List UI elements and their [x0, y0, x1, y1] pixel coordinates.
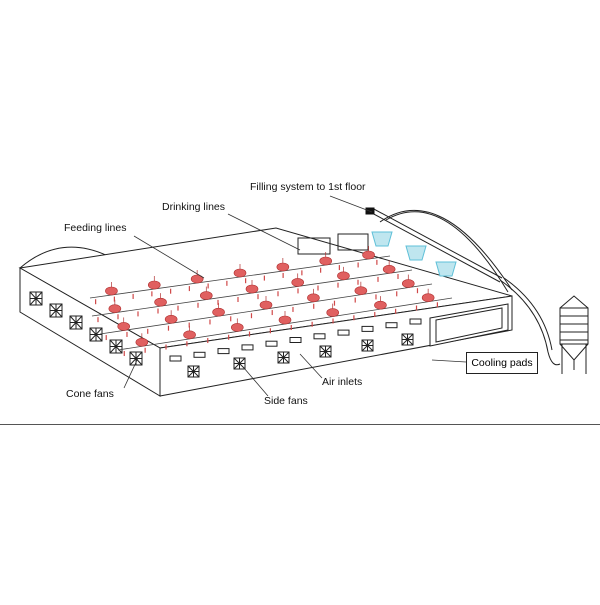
left-roof-arch: [19, 246, 113, 269]
feeder-pan: [319, 256, 333, 266]
side-fan: [233, 357, 246, 370]
feeder-pan: [291, 278, 305, 287]
filling-hopper-1: [371, 231, 393, 247]
filling-system: [365, 207, 503, 283]
air-inlet: [241, 344, 254, 351]
feeder-pan: [382, 264, 396, 274]
leader-lines: [123, 195, 467, 397]
side-fan: [401, 333, 414, 346]
feed-pipe: [499, 279, 561, 366]
label-cone-fans: Cone fans: [66, 388, 114, 400]
right-roof-arch-inner: [385, 211, 509, 293]
feeder-pan: [105, 286, 118, 296]
feed-silo: [559, 295, 589, 374]
feeder-pan: [135, 337, 149, 347]
air-inlet: [193, 351, 206, 358]
feeder-pan: [307, 293, 320, 303]
feeder-pan: [117, 322, 131, 331]
air-inlet: [169, 355, 182, 362]
feeder-pan: [354, 286, 368, 296]
side-fan: [361, 339, 374, 352]
air-inlet: [313, 333, 326, 340]
feed-pipe-2: [503, 277, 553, 351]
feeder-pan: [199, 291, 213, 300]
air-inlet: [361, 325, 374, 332]
label-drinking-lines: Drinking lines: [162, 201, 226, 213]
filling-hopper-3: [435, 261, 457, 277]
cooling-pad: [429, 303, 509, 347]
air-inlets-group: [169, 318, 422, 362]
cone-fan: [89, 327, 103, 342]
label-cooling-pads: Cooling pads: [466, 352, 538, 374]
cone-fan: [29, 291, 43, 306]
feeder-pan: [183, 330, 196, 340]
air-inlet: [289, 337, 302, 343]
feeder-pan: [374, 300, 387, 310]
label-air-inlets: Air inlets: [322, 376, 363, 388]
feeder-pan: [337, 271, 350, 281]
filling-hopper-2: [405, 245, 427, 261]
feeders-group: [105, 246, 435, 347]
air-inlet: [265, 340, 278, 347]
side-fan: [187, 365, 200, 378]
right-roof-arch: [379, 209, 513, 291]
cone-fans-group: [29, 291, 143, 366]
side-fan: [277, 351, 290, 364]
side-fans-group: [187, 333, 414, 378]
air-inlet: [385, 322, 398, 329]
cone-fan: [49, 303, 63, 318]
feeder-pan: [108, 304, 122, 314]
label-side-fans: Side fans: [264, 395, 308, 407]
air-inlet: [217, 348, 230, 355]
feeder-pan: [154, 297, 167, 307]
air-inlet: [337, 329, 350, 336]
label-feeding-lines: Feeding lines: [64, 222, 127, 234]
feeder-pan: [233, 268, 247, 278]
air-inlet: [409, 318, 422, 325]
bottom-rule: [0, 424, 600, 425]
feeder-pan: [362, 250, 375, 260]
feeder-pan: [259, 300, 273, 310]
cone-fan: [69, 315, 83, 330]
feeder-pan: [245, 284, 259, 294]
drinkers-group: [95, 259, 438, 357]
cone-fan: [129, 351, 143, 366]
cone-fan: [109, 339, 123, 354]
feeder-pan: [147, 280, 161, 290]
label-filling-system: Filling system to 1st floor: [250, 181, 366, 193]
feeder-pan: [230, 323, 244, 332]
feeder-pan: [276, 262, 290, 272]
feeder-pan: [278, 315, 292, 325]
side-fan: [319, 345, 332, 358]
feeder-pan: [401, 279, 415, 288]
feeder-pan: [326, 308, 340, 317]
feeder-pan: [164, 314, 178, 324]
feeder-pan: [212, 307, 225, 317]
feeder-pan: [421, 293, 435, 303]
back-wall-grilles: [297, 233, 369, 255]
